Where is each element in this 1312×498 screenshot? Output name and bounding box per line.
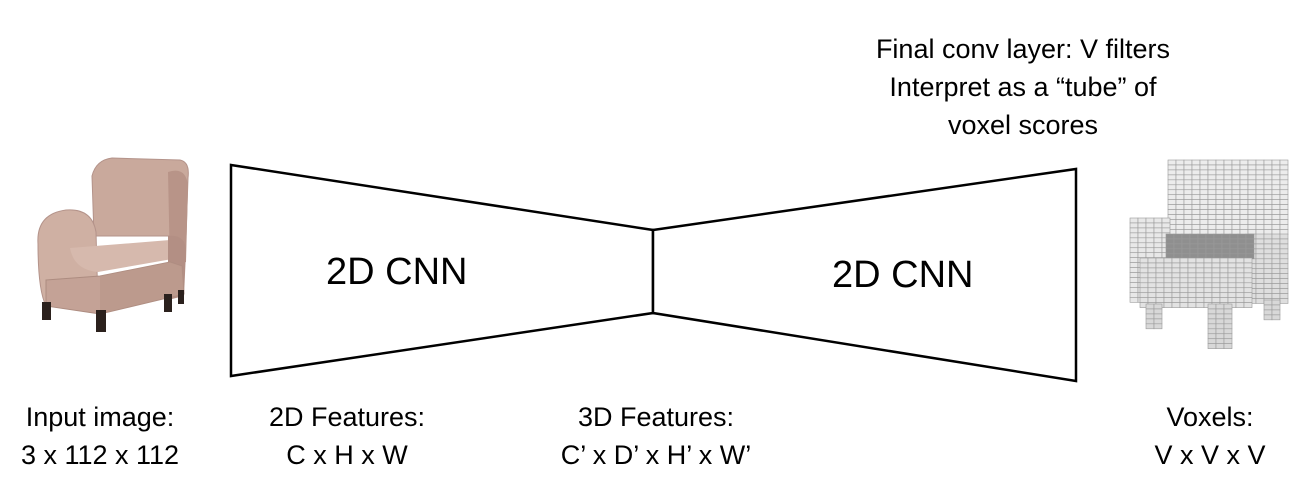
features-3d-caption: 3D Features: C’ x D’ x H’ x W’ — [516, 398, 796, 474]
features-2d-caption: 2D Features: C x H x W — [247, 398, 447, 474]
voxel-chair-image — [1129, 159, 1289, 349]
input-caption-shape: 3 x 112 x 112 — [20, 440, 180, 470]
encoder-label: 2D CNN — [326, 251, 468, 293]
annotation-line-1: Final conv layer: V filters — [875, 34, 1171, 64]
features-3d-title: 3D Features: — [577, 402, 735, 432]
input-caption-title: Input image: — [25, 402, 175, 432]
voxels-title: Voxels: — [1166, 402, 1254, 432]
decoder-trapezoid — [651, 167, 1078, 383]
annotation-line-3: voxel scores — [947, 110, 1099, 140]
voxels-shape: V x V x V — [1154, 440, 1266, 470]
annotation-line-2: Interpret as a “tube” of — [889, 72, 1157, 102]
voxels-caption: Voxels: V x V x V — [1120, 398, 1300, 474]
features-2d-title: 2D Features: — [268, 402, 426, 432]
features-3d-shape: C’ x D’ x H’ x W’ — [560, 440, 752, 470]
decoder-label: 2D CNN — [832, 254, 974, 296]
chair-image — [37, 157, 189, 332]
top-annotation: Final conv layer: V filters Interpret as… — [828, 30, 1218, 144]
input-caption: Input image: 3 x 112 x 112 — [0, 398, 200, 474]
features-2d-shape: C x H x W — [286, 440, 408, 470]
